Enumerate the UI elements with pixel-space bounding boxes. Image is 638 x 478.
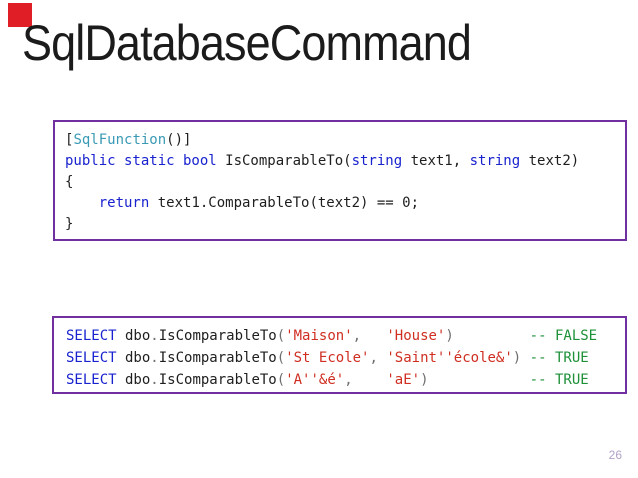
code-token: SELECT <box>66 328 117 344</box>
sql-code-box: SELECT dbo.IsComparableTo('Maison', 'Hou… <box>52 316 627 394</box>
code-token: SELECT <box>66 372 117 388</box>
code-token: ) <box>512 350 522 366</box>
code-token: -- FALSE <box>529 328 598 344</box>
page-number: 26 <box>608 448 622 462</box>
code-line: [SqlFunction()] <box>65 130 615 151</box>
code-line: { <box>65 172 615 193</box>
code-token: IsComparableTo <box>158 328 277 344</box>
code-token: SELECT <box>66 350 117 366</box>
code-token: dbo <box>116 372 151 388</box>
code-token: ) <box>420 372 429 388</box>
code-token <box>454 328 530 344</box>
code-token: -- TRUE <box>529 350 589 366</box>
code-token: 'Saint''école&' <box>386 350 513 366</box>
code-token: 'Maison' <box>285 328 353 344</box>
code-token: { <box>65 174 74 190</box>
slide-title: SqlDatabaseCommand <box>22 15 472 71</box>
code-token: IsComparableTo <box>158 350 277 366</box>
code-line: public static bool IsComparableTo(string… <box>65 151 615 172</box>
code-token: . <box>150 328 159 344</box>
code-token: string <box>469 153 521 169</box>
code-token: text1, <box>402 153 470 169</box>
code-token: ( <box>276 328 286 344</box>
code-token: string <box>351 153 403 169</box>
code-token: ()] <box>166 132 192 148</box>
code-line: SELECT dbo.IsComparableTo('A''&é', 'aE')… <box>66 369 613 391</box>
code-token: IsComparableTo <box>158 372 277 388</box>
code-token: return <box>98 195 150 211</box>
code-token <box>521 350 529 366</box>
code-token: SqlFunction <box>73 132 167 148</box>
code-token <box>353 372 387 388</box>
code-token: dbo <box>116 328 151 344</box>
red-accent-square <box>8 3 32 27</box>
code-token <box>429 372 530 388</box>
code-token: . <box>150 372 159 388</box>
code-token: 'A''&é' <box>285 372 345 388</box>
code-token: ) <box>445 328 454 344</box>
code-token: } <box>65 216 74 232</box>
code-token: 'House' <box>386 328 446 344</box>
code-line: SELECT dbo.IsComparableTo('Maison', 'Hou… <box>66 325 613 347</box>
code-token: text2) <box>520 153 580 169</box>
code-token: , <box>344 372 353 388</box>
code-token: , <box>352 328 362 344</box>
code-token: text1.ComparableTo(text2) == 0; <box>149 195 420 211</box>
csharp-code-box: [SqlFunction()]public static bool IsComp… <box>53 120 627 241</box>
code-token: [ <box>65 132 74 148</box>
code-token <box>361 328 386 344</box>
code-token: . <box>150 350 159 366</box>
code-token: 'aE' <box>386 372 421 388</box>
code-token: , <box>369 350 378 366</box>
code-line: return text1.ComparableTo(text2) == 0; <box>65 193 615 214</box>
code-token: dbo <box>116 350 151 366</box>
code-token <box>65 195 99 211</box>
code-line: } <box>65 214 615 235</box>
code-token: ( <box>276 350 286 366</box>
code-token: -- TRUE <box>529 372 589 388</box>
code-line: SELECT dbo.IsComparableTo('St Ecole', 'S… <box>66 347 613 369</box>
code-token: IsComparableTo( <box>216 153 352 169</box>
code-token: ( <box>276 372 286 388</box>
code-token: public static bool <box>65 153 217 169</box>
code-token: 'St Ecole' <box>285 350 370 366</box>
